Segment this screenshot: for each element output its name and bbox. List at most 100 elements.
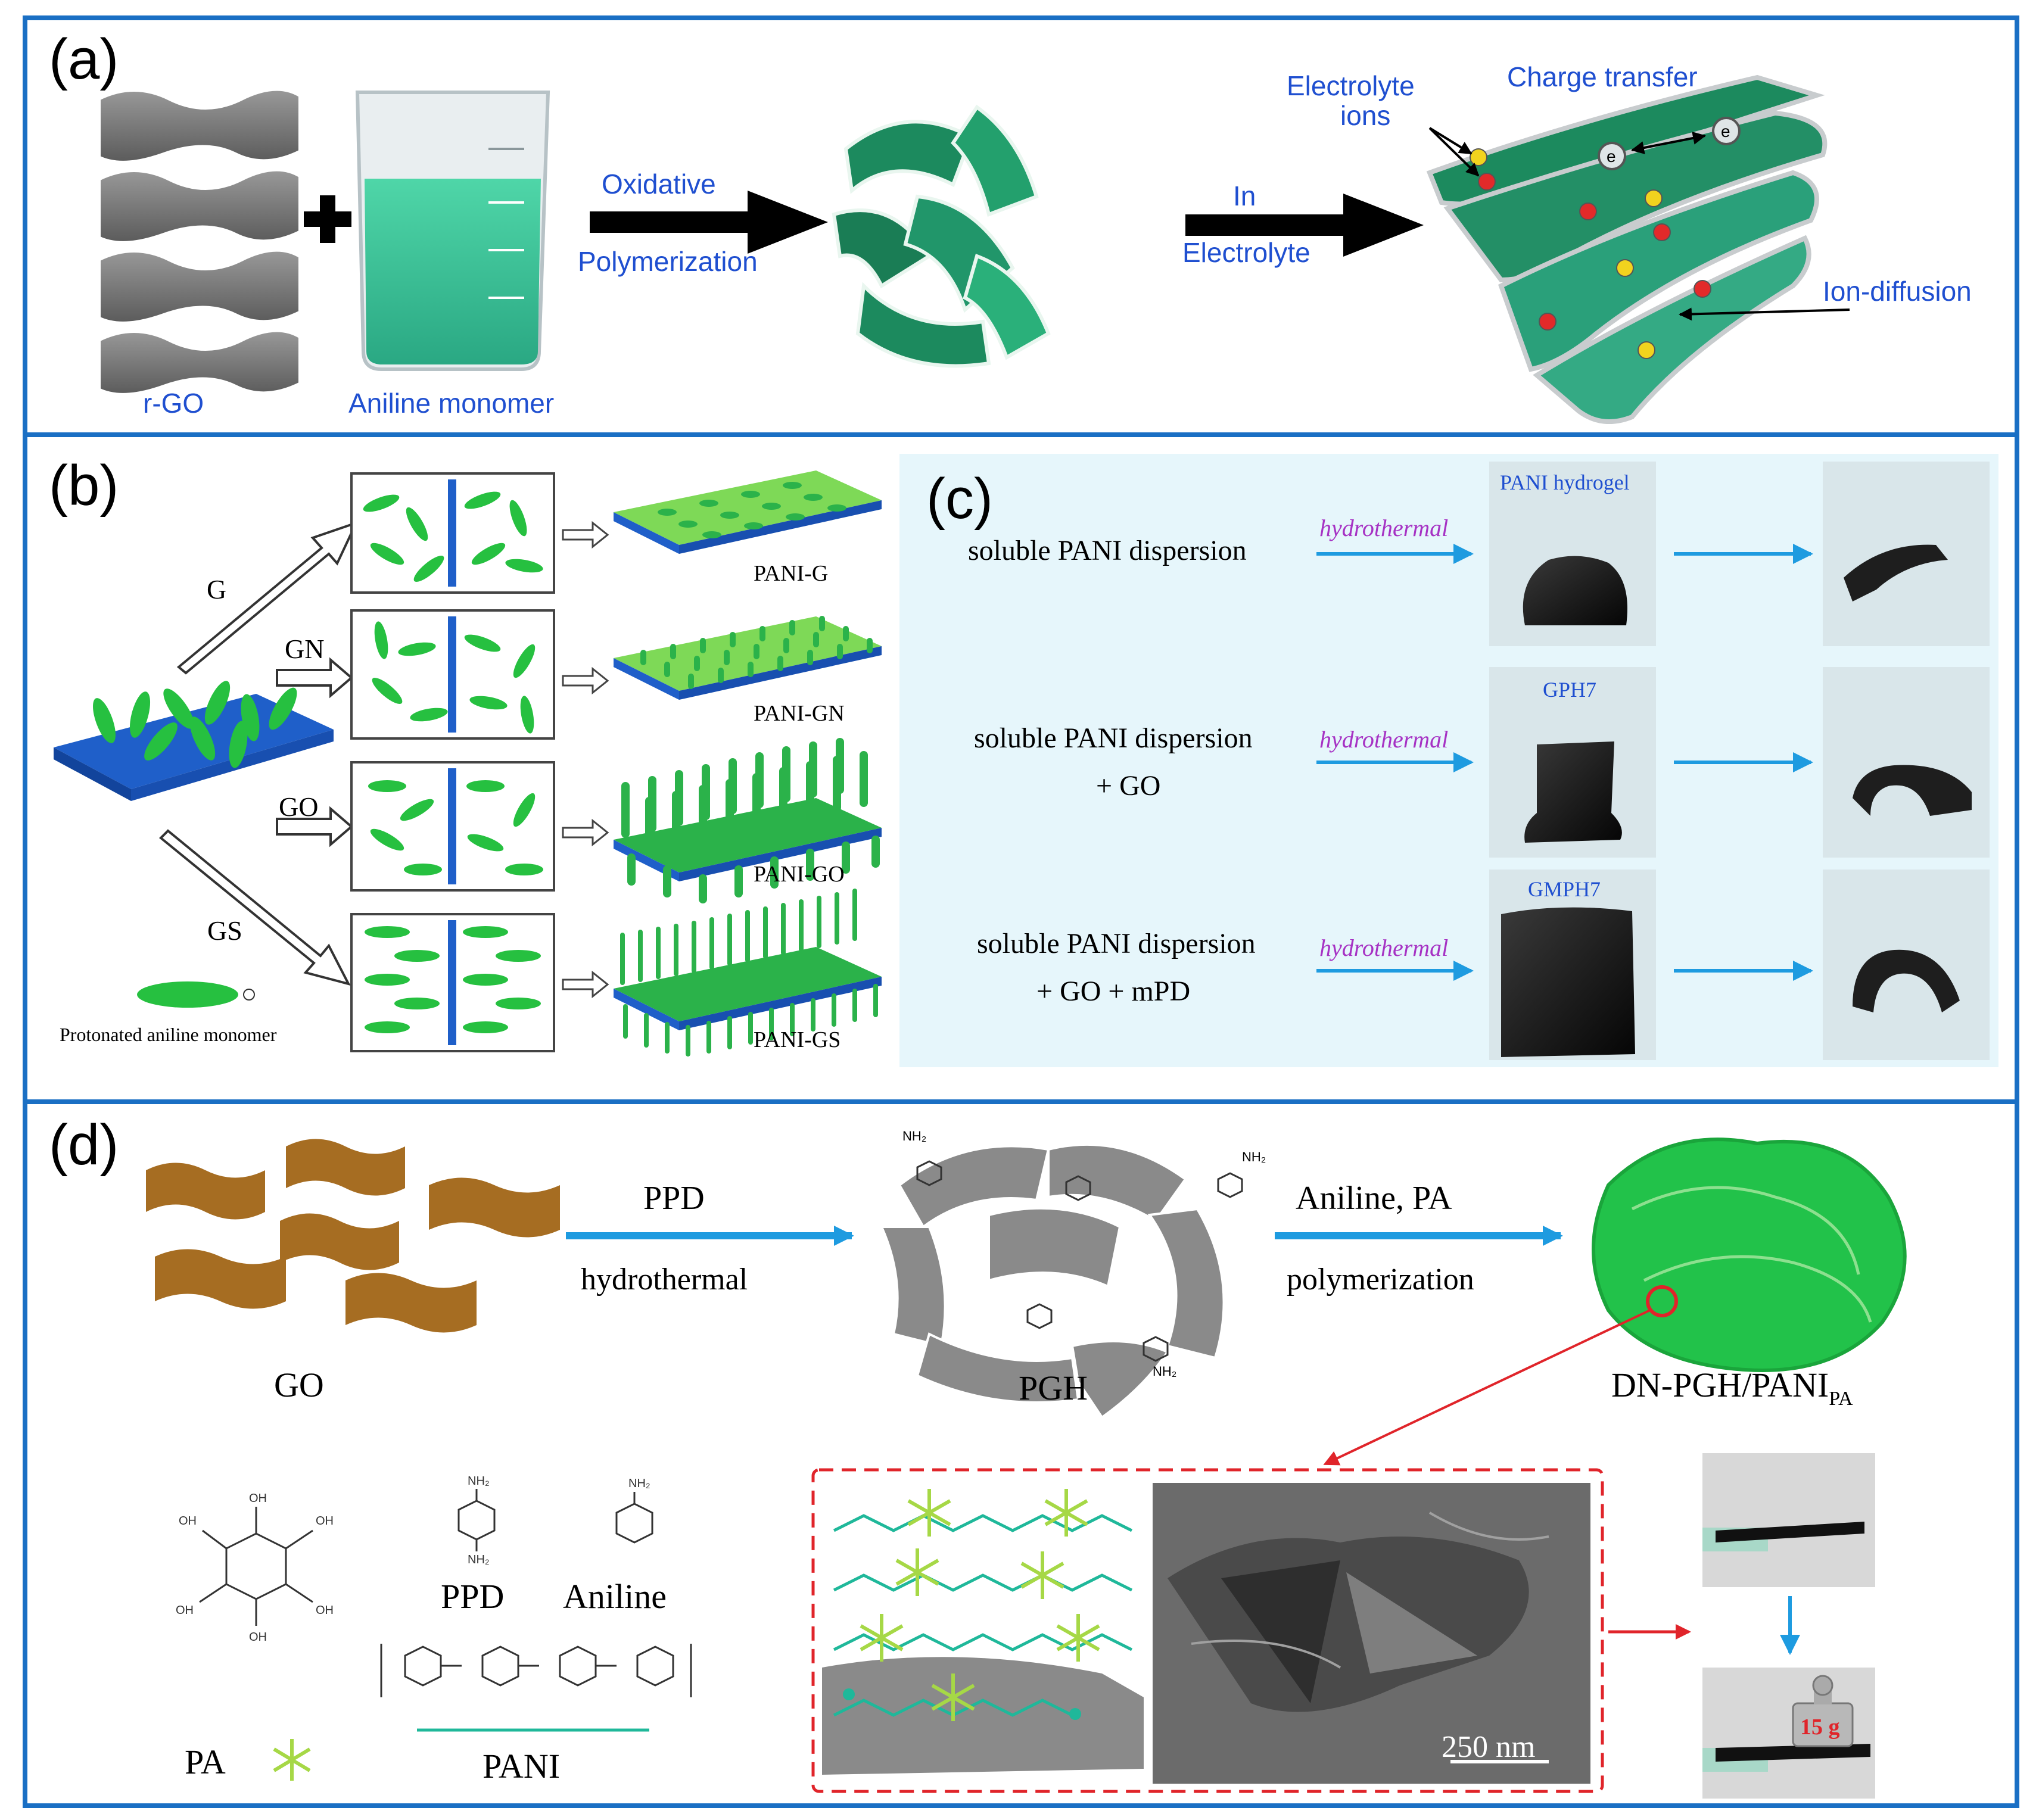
charge-transfer-label: Charge transfer	[1507, 61, 1698, 92]
go-label: GO	[274, 1366, 324, 1404]
pgh-nh2-1: NH₂	[902, 1129, 926, 1143]
product-slab-pani-g	[614, 470, 882, 554]
product-slab-pani-go	[614, 738, 882, 903]
panel-d-frame	[23, 1099, 2019, 1808]
protonated-monomer-legend-shape	[137, 981, 238, 1008]
schematic-box-g	[350, 472, 555, 594]
plus-icon	[304, 195, 351, 243]
polymerization-label: Polymerization	[578, 246, 758, 277]
dn-pgh-pani-network	[1592, 1138, 1907, 1372]
product-pani-go-label: PANI-GO	[754, 862, 845, 887]
product-slab-pani-gs	[614, 889, 882, 1057]
ppd-arrow-label: PPD	[643, 1180, 705, 1217]
dn-pgh-pani-label-sub: PA	[1829, 1388, 1853, 1410]
arrow-in-electrolyte	[1185, 194, 1424, 257]
electron-right: e	[1721, 122, 1730, 141]
schematic-box-go	[350, 761, 555, 892]
pa-label: PA	[185, 1743, 226, 1781]
hydrothermal-arrow-label: hydrothermal	[581, 1263, 748, 1297]
pgh-nh2-2: NH₂	[1242, 1149, 1266, 1164]
pa-oh-1: OH	[179, 1514, 197, 1528]
arrow-g-label: G	[207, 574, 226, 604]
dn-pgh-pani-label-main: DN-PGH/PANI	[1611, 1366, 1829, 1404]
photo-unloaded	[1702, 1453, 1875, 1587]
electrolyte-ions-label-2: ions	[1340, 100, 1390, 131]
ppd-label: PPD	[441, 1577, 504, 1616]
arrow-g	[176, 521, 359, 675]
schematic-box-gn	[350, 609, 555, 740]
arrow-go-label: GO	[279, 791, 318, 822]
substrate-with-monomers	[54, 681, 334, 801]
ion-pointer-2	[1428, 127, 1480, 177]
electrolyte-label: Electrolyte	[1182, 237, 1310, 268]
weight-icon	[1792, 1675, 1854, 1747]
aniline-structure	[615, 1492, 653, 1544]
row2-film-photo	[1823, 667, 1990, 858]
pa-structure	[199, 1507, 313, 1626]
row2-line2: + GO	[1096, 770, 1160, 802]
row1-product: PANI hydrogel	[1500, 470, 1630, 494]
row3-arrow-label: hydrothermal	[1319, 934, 1448, 961]
positive-charge-icon	[243, 989, 255, 1001]
go-sheets	[146, 1139, 560, 1333]
pgh-network	[879, 1143, 1225, 1419]
row2-product: GPH7	[1543, 678, 1596, 702]
row1-arrow-label: hydrothermal	[1319, 515, 1448, 541]
schematic-box-gs	[350, 913, 555, 1052]
arrow-gs	[159, 829, 351, 986]
electrolyte-ions	[1470, 148, 1711, 359]
pa-oh-6: OH	[176, 1604, 194, 1617]
pa-oh-4: OH	[316, 1604, 334, 1617]
oxidative-label: Oxidative	[602, 169, 716, 200]
dn-pgh-pani-label: DN-PGH/PANIPA	[1611, 1366, 1853, 1410]
small-arrows-b	[562, 521, 609, 999]
sem-scale-bar-label: 250 nm	[1442, 1730, 1535, 1764]
row2-line1: soluble PANI dispersion	[974, 722, 1253, 754]
row2-arrow-label: hydrothermal	[1319, 726, 1448, 753]
zoom-circle	[1646, 1285, 1678, 1317]
pani-rgo-composite-ribbons	[832, 104, 1051, 368]
electron-left: e	[1607, 147, 1616, 166]
row3-line2: + GO + mPD	[1036, 976, 1190, 1007]
ppd-linkers	[916, 1160, 1243, 1362]
gmph7-film-sample	[1853, 949, 1960, 1012]
electrons: e e	[1598, 117, 1741, 170]
aniline-nh2: NH₂	[628, 1477, 650, 1490]
panel-a-label: (a)	[49, 27, 119, 91]
gph7-film-sample	[1853, 765, 1972, 816]
aniline-pa-arrow-label: Aniline, PA	[1296, 1180, 1452, 1217]
charge-transfer-double-arrow	[1631, 132, 1706, 154]
electrolyte-ions-label-1: Electrolyte	[1287, 70, 1415, 101]
aniline-structure-label: Aniline	[563, 1577, 667, 1616]
gph7-sample	[1524, 741, 1622, 843]
panel-c-label: (c)	[926, 467, 993, 531]
polymerization-arrow-label: polymerization	[1287, 1263, 1474, 1297]
product-pani-gn-label: PANI-GN	[754, 701, 845, 726]
row3-product: GMPH7	[1528, 877, 1601, 901]
rgo-label: r-GO	[143, 388, 204, 419]
product-pani-g-label: PANI-G	[754, 561, 828, 586]
product-slab-pani-gn	[614, 616, 882, 700]
panel-d-label: (d)	[49, 1113, 119, 1177]
pani-label: PANI	[482, 1747, 560, 1785]
pani-film-sample-1	[1844, 544, 1948, 602]
rgo-sheet-stack	[96, 86, 303, 398]
aniline-monomer-label: Aniline monomer	[348, 388, 554, 419]
arrow-gn-label: GN	[285, 634, 324, 664]
sem-image	[1153, 1483, 1590, 1784]
panel-b-label: (b)	[49, 454, 119, 518]
arrow-gn	[276, 657, 354, 699]
weight-label: 15 g	[1800, 1715, 1840, 1740]
arrow-go	[276, 806, 354, 847]
pa-oh-3: OH	[316, 1514, 334, 1528]
pa-star-icon	[273, 1739, 311, 1781]
pani-hydrogel-sample	[1523, 556, 1627, 625]
ppd-structure	[457, 1489, 496, 1551]
protonated-monomer-legend: Protonated aniline monomer	[60, 1024, 277, 1045]
gmph7-sample	[1501, 907, 1635, 1057]
arrow-gs-label: GS	[207, 915, 242, 946]
arrow-oxidative	[590, 191, 828, 254]
ion-diffusion-label: Ion-diffusion	[1823, 276, 1972, 307]
pgh-label: PGH	[1019, 1369, 1088, 1407]
